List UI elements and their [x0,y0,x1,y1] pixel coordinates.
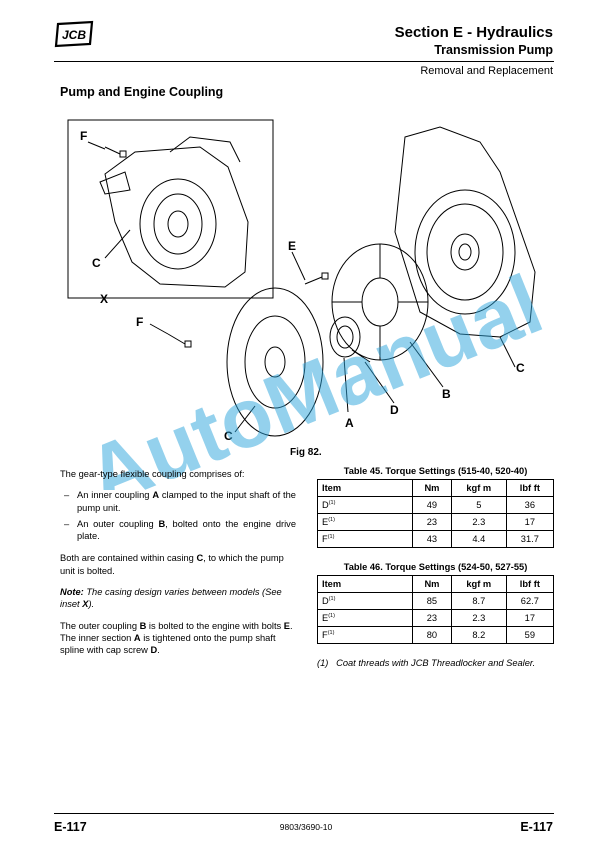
bullet-list: –An inner coupling A clamped to the inpu… [60,489,296,542]
torque-tables: Table 45. Torque Settings (515-40, 520-4… [317,466,555,668]
casing-paragraph: Both are contained within casing C, to w… [60,553,284,576]
watermark: AutoManual [74,260,555,490]
label-b: B [442,387,451,401]
logo-text: JCB [62,28,86,42]
bolt-f-inset [104,146,121,155]
table-header-row: Item Nm kgf m lbf ft [317,575,555,593]
page-number-left: E-117 [54,820,87,834]
label-e: E [288,239,296,253]
bolts-paragraph: The outer coupling B is bolted to the en… [60,620,293,656]
page-heading: Pump and Engine Coupling [60,85,224,99]
section-title: Section E - Hydraulics [394,24,553,41]
table-row: E(1) 23 2.3 17 [317,513,555,531]
flywheel-housing [394,126,536,338]
subsection-title: Removal and Replacement [420,65,553,77]
header-rule [54,61,554,62]
list-item: –An outer coupling B, bolted onto the en… [64,518,296,542]
drive-plate-c [226,287,324,437]
label-c-housing: C [516,361,525,375]
label-f-inset: F [80,129,87,143]
figure-caption: Fig 82. [290,447,322,458]
bolt-f [167,333,186,345]
table-row: D(1) 49 5 36 [317,496,555,514]
page-number-right: E-117 [520,820,553,834]
table-row: E(1) 23 2.3 17 [317,609,555,627]
footer-rule [54,813,554,814]
table-row: F(1) 80 8.2 59 [317,626,555,644]
intro-paragraph: The gear-type flexible coupling comprise… [60,469,245,479]
inset-box-x [67,119,274,299]
table-row: F(1) 43 4.4 31.7 [317,530,555,548]
table-46-caption: Table 46. Torque Settings (524-50, 527-5… [343,562,528,572]
coupling-exploded-diagram: F C X E F C A D B C [67,119,536,443]
casing-inset-outline [104,146,249,288]
inner-coupling-a [329,316,361,358]
bolt-e [304,276,323,285]
torque-table-46: Item Nm kgf m lbf ft D(1) 85 8.7 62.7 E(… [317,575,555,644]
section-subtitle: Transmission Pump [434,43,553,57]
jcb-logo: JCB [54,20,94,48]
footnote: (1) Coat threads with JCB Threadlocker a… [317,658,536,668]
label-d: D [390,403,399,417]
document-number: 9803/3690-10 [279,822,333,832]
table-45-caption: Table 45. Torque Settings (515-40, 520-4… [343,466,528,476]
list-item: –An inner coupling A clamped to the inpu… [64,490,296,513]
label-a: A [345,416,354,430]
table-header-row: Item Nm kgf m lbf ft [317,479,555,497]
body-text: The gear-type flexible coupling comprise… [60,468,296,666]
label-c: C [224,429,233,443]
torque-table-45: Item Nm kgf m lbf ft D(1) 49 5 36 E(1) 2… [317,479,555,548]
table-row: D(1) 85 8.7 62.7 [317,592,555,610]
label-c-inset: C [92,256,101,270]
label-f: F [136,315,143,329]
label-x: X [100,292,108,306]
note-paragraph: Note: The casing design varies between m… [60,587,282,610]
cap-screw-d [351,349,371,363]
